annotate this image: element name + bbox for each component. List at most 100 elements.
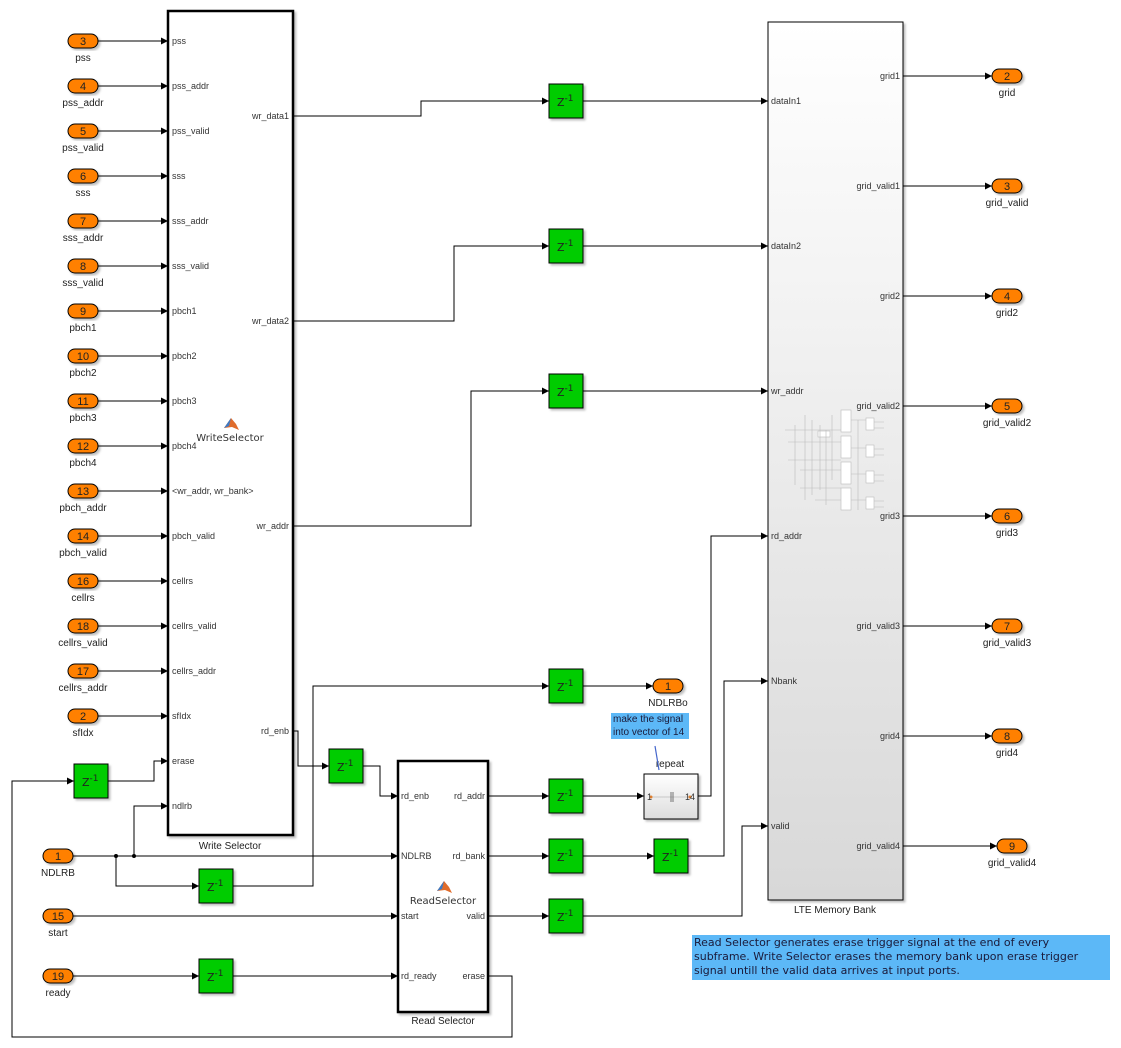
mb-output-port: grid_valid1 bbox=[856, 181, 900, 191]
signal-line[interactable] bbox=[293, 387, 549, 527]
unit-delay-block[interactable]: Z-1 bbox=[653, 838, 689, 874]
write-selector-block[interactable]: Write Selector WriteSelector psspss_addr… bbox=[166, 9, 295, 852]
outport-number: 4 bbox=[1004, 291, 1010, 303]
signal-line[interactable] bbox=[363, 765, 398, 800]
unit-delay-block[interactable]: Z-1 bbox=[198, 958, 234, 994]
lte-memory-bank-block[interactable]: LTE Memory Bank dataIn1dataIn2wr_addrrd_… bbox=[767, 21, 904, 916]
inport-name: pbch2 bbox=[69, 368, 97, 379]
signal-line[interactable] bbox=[108, 757, 168, 782]
unit-delay-block[interactable]: Z-1 bbox=[548, 228, 584, 264]
inport-name: pss_addr bbox=[62, 98, 104, 109]
outport-name: grid4 bbox=[996, 748, 1019, 759]
inport-name: start bbox=[48, 928, 68, 939]
signal-line[interactable] bbox=[293, 730, 329, 770]
inport-number: 2 bbox=[80, 711, 86, 723]
signal-line[interactable] bbox=[698, 532, 768, 797]
signal-line[interactable] bbox=[133, 802, 168, 856]
signal-line[interactable] bbox=[688, 677, 768, 857]
outport-number: 5 bbox=[1004, 401, 1010, 413]
ws-input-port: pbch1 bbox=[172, 306, 197, 316]
unit-delay-block[interactable]: Z-1 bbox=[548, 898, 584, 934]
inport-number: 11 bbox=[77, 396, 88, 408]
rs-output-port: erase bbox=[462, 971, 485, 981]
mb-output-port: grid2 bbox=[880, 291, 900, 301]
rs-output-port: rd_bank bbox=[452, 851, 485, 861]
ws-input-port: pss bbox=[172, 36, 187, 46]
repeat-in-label: 1 bbox=[647, 792, 652, 802]
mb-output-port: grid_valid2 bbox=[856, 401, 900, 411]
ws-input-port: pbch_valid bbox=[172, 531, 215, 541]
signal-line[interactable] bbox=[583, 822, 768, 917]
inport-pbch3[interactable]: 11 pbch3 bbox=[67, 393, 99, 424]
outport-grid2[interactable]: 4 grid2 bbox=[991, 288, 1023, 319]
mb-output-port: grid4 bbox=[880, 731, 900, 741]
rs-input-port: NDLRB bbox=[401, 851, 432, 861]
outport-name: grid2 bbox=[996, 308, 1019, 319]
ws-input-port: sss_addr bbox=[172, 216, 209, 226]
outport-number: 9 bbox=[1009, 841, 1015, 853]
inport-name: pbch3 bbox=[69, 413, 97, 424]
signal-line[interactable] bbox=[293, 97, 549, 117]
ws-input-port: cellrs_valid bbox=[172, 621, 217, 631]
unit-delay-block[interactable]: Z-1 bbox=[548, 838, 584, 874]
unit-delay-block[interactable]: Z-1 bbox=[548, 668, 584, 704]
unit-delay-block[interactable]: Z-1 bbox=[548, 778, 584, 814]
signal-line[interactable] bbox=[115, 856, 199, 890]
inport-number: 17 bbox=[77, 666, 89, 678]
inport-name: cellrs_addr bbox=[59, 683, 109, 694]
inport-number: 14 bbox=[77, 531, 89, 543]
inport-cellrs_addr[interactable]: 17 cellrs_addr bbox=[59, 663, 109, 694]
signal-line[interactable] bbox=[11, 777, 513, 1038]
signal-line[interactable] bbox=[233, 682, 549, 887]
ws-input-port: ndlrb bbox=[172, 801, 192, 811]
unit-delay-block[interactable]: Z-1 bbox=[548, 373, 584, 409]
mb-output-port: grid3 bbox=[880, 511, 900, 521]
inport-name: NDLRB bbox=[41, 868, 75, 879]
ws-input-port: pbch2 bbox=[172, 351, 197, 361]
inport-name: pbch1 bbox=[69, 323, 97, 334]
mb-output-port: grid_valid4 bbox=[856, 841, 900, 851]
inport-number: 7 bbox=[80, 216, 86, 228]
repeat-annotation: make the signal into vector of 14 bbox=[611, 713, 689, 739]
repeat-block[interactable]: repeat 1 14 bbox=[643, 759, 699, 820]
inport-name: pss_valid bbox=[62, 143, 104, 154]
inport-name: pbch_addr bbox=[59, 503, 107, 514]
unit-delay-block[interactable]: Z-1 bbox=[73, 763, 109, 799]
unit-delay-block[interactable]: Z-1 bbox=[548, 83, 584, 119]
erase-annotation: Read Selector generates erase trigger si… bbox=[692, 935, 1110, 980]
outport-name: grid bbox=[999, 88, 1016, 99]
unit-delay-block[interactable]: Z-1 bbox=[328, 748, 364, 784]
unit-delay-block[interactable]: Z-1 bbox=[198, 868, 234, 904]
read-selector-title: Read Selector bbox=[411, 1016, 475, 1027]
mb-input-port: Nbank bbox=[771, 676, 798, 686]
signal-line[interactable] bbox=[293, 242, 549, 322]
inport-name: cellrs_valid bbox=[58, 638, 107, 649]
read-selector-block[interactable]: Read Selector ReadSelector rd_enbNDLRBst… bbox=[396, 759, 490, 1027]
